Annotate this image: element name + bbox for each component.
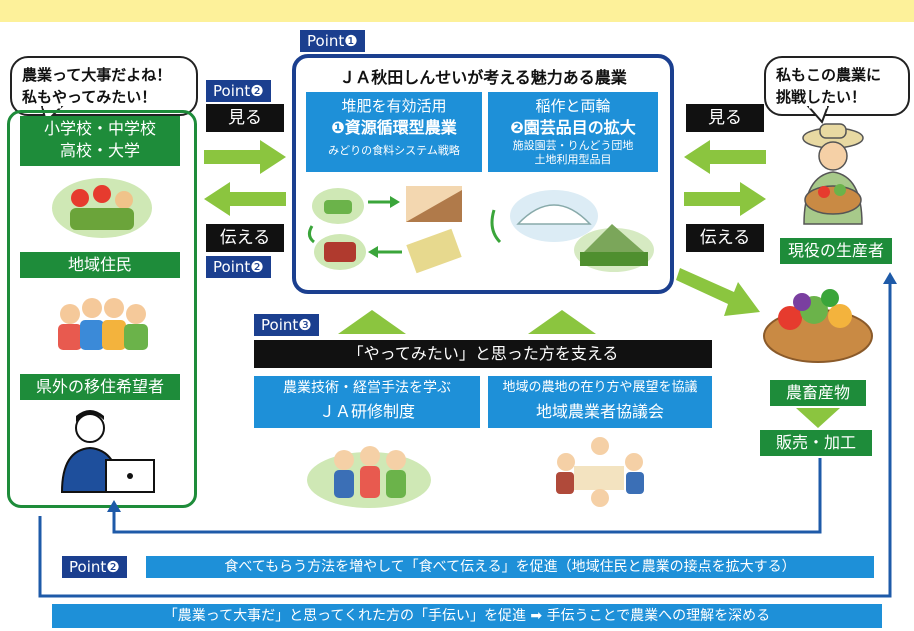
left-bubble-line2: 私もやってみたい！ xyxy=(22,88,157,106)
point3-badge: Point❸ xyxy=(254,314,319,336)
horticulture-expansion-box: 稲作と両輪 ❷園芸品目の拡大 施設園芸・りんどう団地 土地利用型品目 xyxy=(488,92,658,172)
council-line1: 地域の農地の在り方や展望を協議 xyxy=(502,380,698,395)
training-line2: ＪＡ研修制度 xyxy=(318,402,415,421)
school-line2: 高校・大学 xyxy=(59,141,140,160)
support-banner: 「やってみたい」と思った方を支える xyxy=(254,340,712,368)
point1-badge: Point❶ xyxy=(300,30,365,52)
right-bubble-tail xyxy=(806,106,830,124)
diagonal-arrow-to-produce xyxy=(676,268,760,316)
up-arrow-right xyxy=(528,310,596,334)
greenhouse-mountain-illustration xyxy=(490,190,654,272)
left-arrow-center-to-left xyxy=(204,182,286,216)
products-label: 農畜産物 xyxy=(770,380,866,406)
right-arrow-center-to-right xyxy=(684,182,766,216)
school-label: 小学校・中学校 高校・大学 xyxy=(20,116,180,166)
children-farming-illustration xyxy=(52,178,152,238)
person-with-laptop-illustration xyxy=(60,410,155,493)
box1-line1: 堆肥を有効活用 xyxy=(341,97,447,115)
migrants-label: 県外の移住希望者 xyxy=(20,374,180,400)
sales-label: 販売・加工 xyxy=(760,430,872,456)
down-arrow-to-sales xyxy=(796,408,840,428)
council-line2: 地域農業者協議会 xyxy=(535,402,664,421)
help-promotion-footer: 「農業って大事だ」と思ってくれた方の「手伝い」を促進 ➡ 手伝うことで農業への理… xyxy=(52,604,882,628)
farmers-council-box: 地域の農地の在り方や展望を協議 地域農業者協議会 xyxy=(488,376,712,428)
right-speech-bubble: 私もこの農業に 挑戦したい！ xyxy=(764,56,910,116)
training-line1: 農業技術・経営手法を学ぶ xyxy=(283,380,451,396)
box2-line2: ❷園芸品目の拡大 xyxy=(510,118,636,137)
producer-label: 現役の生産者 xyxy=(780,238,892,264)
training-people-illustration xyxy=(307,446,431,508)
left-bubble-line1: 農業って大事だよね！ xyxy=(22,66,172,84)
miru-label-left: 見る xyxy=(206,104,284,132)
point2-badge-left-top: Point❷ xyxy=(206,80,271,102)
right-arrow-left-to-center xyxy=(204,140,286,174)
training-system-box: 農業技術・経営手法を学ぶ ＪＡ研修制度 xyxy=(254,376,480,428)
box2-line3: 施設園芸・りんどう団地 xyxy=(512,139,634,152)
point2-badge-left-bottom: Point❷ xyxy=(206,256,271,278)
community-residents-illustration xyxy=(58,298,148,350)
right-bubble-line1: 私もこの農業に xyxy=(776,66,882,84)
eat-and-share-banner: 食べてもらう方法を増やして「食べて伝える」を促進（地域住民と農業の接点を拡大する… xyxy=(146,556,874,578)
point2-badge-bottom: Point❷ xyxy=(62,556,127,578)
farmer-illustration xyxy=(802,123,864,225)
tsutaeru-label-left: 伝える xyxy=(206,224,284,252)
resource-circulation-box: 堆肥を有効活用 ❶資源循環型農業 みどりの食料システム戦略 xyxy=(306,92,482,172)
box1-line3: みどりの食料システム戦略 xyxy=(328,144,460,157)
up-arrow-left xyxy=(338,310,406,334)
box2-line1: 稲作と両輪 xyxy=(535,97,611,115)
left-audience-panel xyxy=(7,110,197,508)
resource-cycle-illustration xyxy=(307,186,462,274)
top-banner xyxy=(0,0,914,22)
miru-label-right: 見る xyxy=(686,104,764,132)
box2-line4: 土地利用型品目 xyxy=(534,153,612,166)
residents-label: 地域住民 xyxy=(20,252,180,278)
right-bubble-line2: 挑戦したい！ xyxy=(776,88,867,106)
left-arrow-right-to-center xyxy=(684,140,766,174)
school-line1: 小学校・中学校 xyxy=(43,119,156,138)
council-meeting-illustration xyxy=(556,437,644,507)
tsutaeru-label-right: 伝える xyxy=(686,224,764,252)
center-title: ＪＡ秋田しんせいが考える魅力ある農業 xyxy=(339,68,627,87)
box1-line2: ❶資源循環型農業 xyxy=(331,118,457,137)
produce-basket-illustration xyxy=(763,289,873,363)
